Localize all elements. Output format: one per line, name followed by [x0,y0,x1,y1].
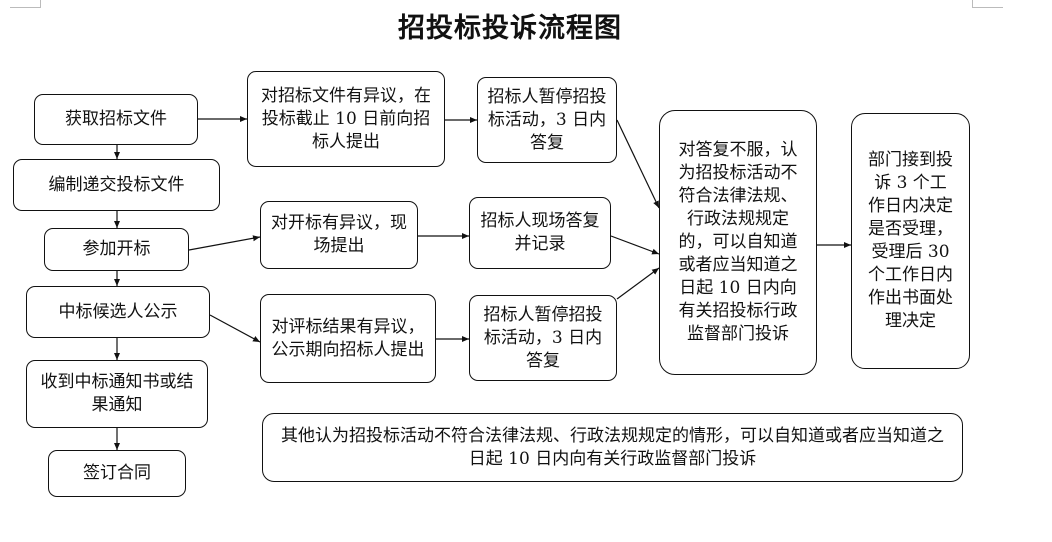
step-sign-contract-label: 签订合同 [83,463,151,483]
objection-tender-documents-label: 对招标文件有异议，在投标截止 10 日前向招标人提出 [261,85,431,152]
step-receive-award-notice-label: 收到中标通知书或结果通知 [40,372,194,415]
other-complaints-note: 其他认为招投标活动不符合法律法规、行政法规规定的情形，可以自知道或者应当知道之日… [262,413,963,482]
objection-bid-opening: 对开标有异议，现场提出 [260,201,418,269]
step-prepare-submit-bid-label: 编制递交投标文件 [48,174,185,195]
step-get-tender-documents-label: 获取招标文件 [65,109,167,129]
step-sign-contract: 签订合同 [48,450,186,497]
objection-tender-documents: 对招标文件有异议，在投标截止 10 日前向招标人提出 [247,71,445,167]
department-decision-label: 部门接到投诉 3 个工作日内决定是否受理，受理后 30 个工作日内作出书面处理决… [868,150,953,331]
response-tender-documents: 招标人暂停招投标活动，3 日内答复 [477,77,617,163]
objection-bid-opening-label: 对开标有异议，现场提出 [271,213,407,256]
department-decision: 部门接到投诉 3 个工作日内决定是否受理，受理后 30 个工作日内作出书面处理决… [851,113,970,369]
arrow-response1-complaint [616,119,660,209]
step-candidate-publicity: 中标候选人公示 [26,286,210,338]
response-evaluation-result-label: 招标人暂停招投标活动，3 日内答复 [483,304,603,371]
arrow-response3-complaint [616,267,660,300]
step-prepare-submit-bid: 编制递交投标文件 [13,159,220,211]
other-complaints-note-label: 其他认为招投标活动不符合法律法规、行政法规规定的情形，可以自知道或者应当知道之日… [281,425,944,469]
arrow-response2-complaint [610,235,660,255]
objection-evaluation-result: 对评标结果有异议，公示期向招标人提出 [260,294,436,383]
step-candidate-publicity-label: 中标候选人公示 [58,301,178,322]
page-corner-mark-right [972,0,1003,8]
page-corner-mark-left [10,0,41,8]
arrow-step4-objection3 [209,314,261,343]
step-attend-bid-opening-label: 参加开标 [82,239,151,259]
complaint-to-supervisory-department: 对答复不服，认为招投标活动不符合法律法规、行政法规规定的，可以自知道或者应当知道… [659,110,817,375]
arrow-step3-objection2 [188,235,261,251]
diagram-title: 招投标投诉流程图 [398,13,622,44]
step-get-tender-documents: 获取招标文件 [34,94,198,145]
response-evaluation-result: 招标人暂停招投标活动，3 日内答复 [469,295,617,381]
objection-evaluation-result-label: 对评标结果有异议，公示期向招标人提出 [271,316,425,360]
complaint-to-supervisory-department-label: 对答复不服，认为招投标活动不符合法律法规、行政法规规定的，可以自知道或者应当知道… [678,140,798,344]
response-bid-opening-label: 招标人现场答复并记录 [480,211,600,254]
response-tender-documents-label: 招标人暂停招投标活动，3 日内答复 [487,86,607,153]
response-bid-opening: 招标人现场答复并记录 [469,197,611,269]
step-receive-award-notice: 收到中标通知书或结果通知 [26,360,208,428]
step-attend-bid-opening: 参加开标 [44,228,189,271]
